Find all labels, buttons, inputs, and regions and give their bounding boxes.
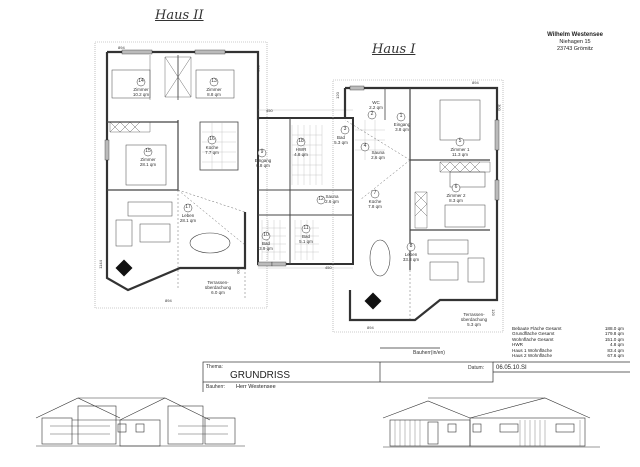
datum-label: Datum: [468,365,485,371]
room-number: 2 [370,111,374,117]
dim-haus2-bottom: 894 [165,298,172,303]
room-number: 6 [454,184,458,190]
bauherr-label: Bauherr: [206,384,226,390]
dim-haus1-top: 894 [472,80,479,85]
dim-haus2-top: 894 [118,45,125,50]
thema-value: GRUNDRISS [230,370,291,381]
room-number: 11 [303,225,309,231]
address-block: Wilhelm Westensee Niehagen 15 23743 Gröm… [520,32,630,53]
dim-haus1-left: 120 [334,92,340,99]
dim-haus1-terrace: 120 [490,309,496,316]
room-number: 12 [318,196,324,202]
dim-connector-top: 450 [266,108,273,113]
room-number: 3 [343,126,347,132]
room-number: 7 [373,190,377,196]
room-number: 1 [399,113,403,119]
room-number: 13 [211,78,217,84]
room-number: 15 [145,148,151,154]
room-number: 8 [409,243,413,249]
room-number: 9 [260,149,264,155]
haus-1-heading: Haus I [372,42,416,57]
dim-haus1-right: 300 [496,104,502,111]
dim-haus2-terrace: 300 [235,267,241,274]
dim-connector-bottom: 450 [325,265,332,270]
room-number: 10 [263,232,269,238]
city: 23743 Grömitz [556,46,594,52]
datum-value: 06.05.10.SI [496,365,527,371]
room-number: 4 [363,143,367,149]
room-number: 16 [209,136,215,142]
dim-haus2-right: 300 [255,65,261,72]
bauherr-value: Herr Westensee [236,384,276,390]
dim-haus2-left: 1144 [97,260,103,269]
thema-label: Thema: [206,364,223,370]
room-number: 17 [185,204,191,210]
street: Niehagen 15 [559,39,591,45]
room-number: 18 [298,138,304,144]
haus-2-heading: Haus II [155,8,204,23]
room-number: 5 [458,138,462,144]
room-number: 14 [138,78,144,84]
bauherr-signature-label: Bauherr(in/en) [413,350,445,356]
owner-name: Wilhelm Westensee [547,32,603,38]
dim-haus1-bottom: 894 [367,325,374,330]
